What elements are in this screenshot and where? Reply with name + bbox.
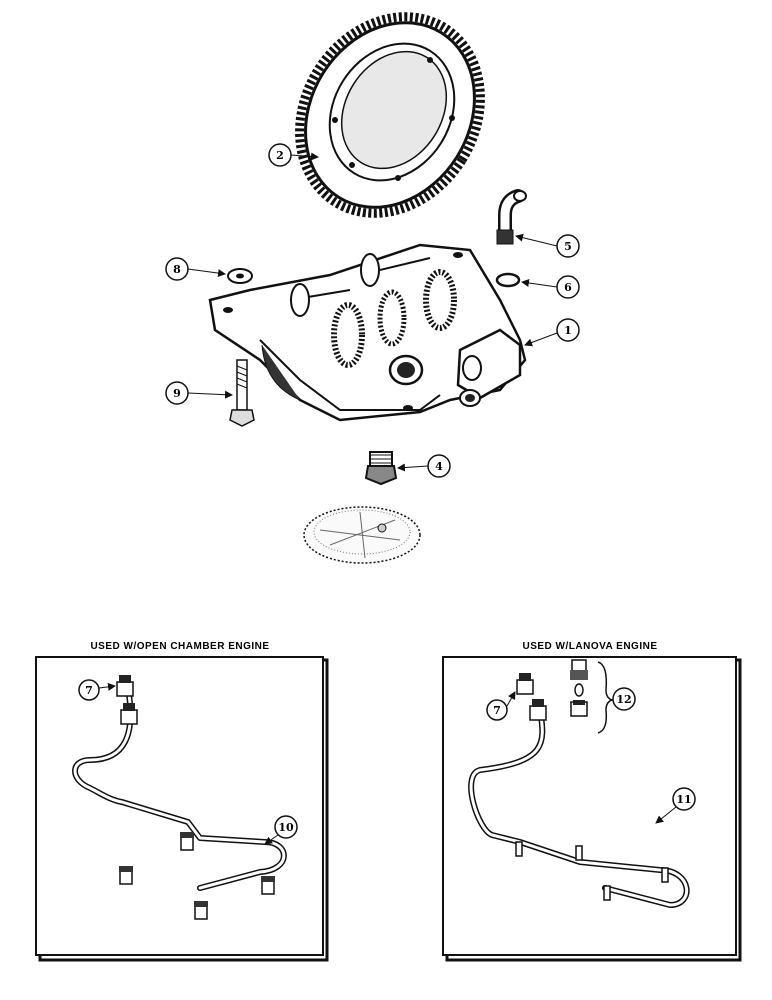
svg-text:2: 2 [276,149,284,162]
oil-screen [303,506,421,564]
open-chamber-panel: USED W/OPEN CHAMBER ENGINE 7 1 [35,641,329,962]
svg-text:4: 4 [435,460,443,473]
svg-text:10: 10 [278,821,294,834]
callout-7a: 7 [78,679,116,701]
callout-4: 4 [397,454,451,478]
fitting-plug [364,451,398,486]
callout-11: 11 [655,787,696,824]
nozzle-stub-1 [515,841,523,857]
fitting-kit [570,659,588,717]
callout-1: 1 [524,318,580,347]
nozzle-stub-4 [603,885,611,901]
callout-10: 10 [264,815,298,845]
svg-text:6: 6 [564,281,572,294]
ring-gear [295,12,485,218]
washer [227,268,253,284]
nozzle-fitting-1 [119,866,133,885]
svg-text:1: 1 [564,324,572,337]
nozzle-stub-3 [661,867,669,883]
nozzle-fitting-3 [261,876,275,895]
bolt [229,359,255,427]
nozzle-stub-2 [575,845,583,861]
svg-text:7: 7 [85,684,93,697]
fuel-line-lanova [468,707,690,908]
svg-text:7: 7 [493,704,501,717]
fitting-nut-7a [116,675,134,697]
o-ring [495,272,521,288]
svg-text:12: 12 [616,693,631,706]
elbow-tube [496,189,527,245]
open-chamber-title: USED W/OPEN CHAMBER ENGINE [90,641,269,652]
fitting-nut-7b [516,673,534,695]
svg-text:5: 5 [564,240,572,253]
svg-text:8: 8 [173,263,181,276]
lanova-panel: USED W/LANOVA ENGINE [442,641,742,962]
fitting-nut-top [120,703,138,725]
callout-8: 8 [165,257,226,281]
nozzle-fitting-2 [180,832,194,851]
callout-2: 2 [268,143,319,167]
svg-text:11: 11 [676,793,691,806]
callout-6: 6 [521,275,580,299]
callout-12: 12 [612,687,636,711]
nozzle-fitting-4 [194,901,208,920]
callout-9: 9 [165,381,233,405]
fuel-line-open-chamber [72,685,287,891]
fitting-nut-lanova-top [529,699,547,721]
callout-7b: 7 [486,691,516,721]
callout-5: 5 [515,233,580,258]
lanova-title: USED W/LANOVA ENGINE [522,641,657,652]
pump-housing [208,243,527,422]
svg-text:9: 9 [173,387,181,400]
brace-12 [597,661,615,734]
